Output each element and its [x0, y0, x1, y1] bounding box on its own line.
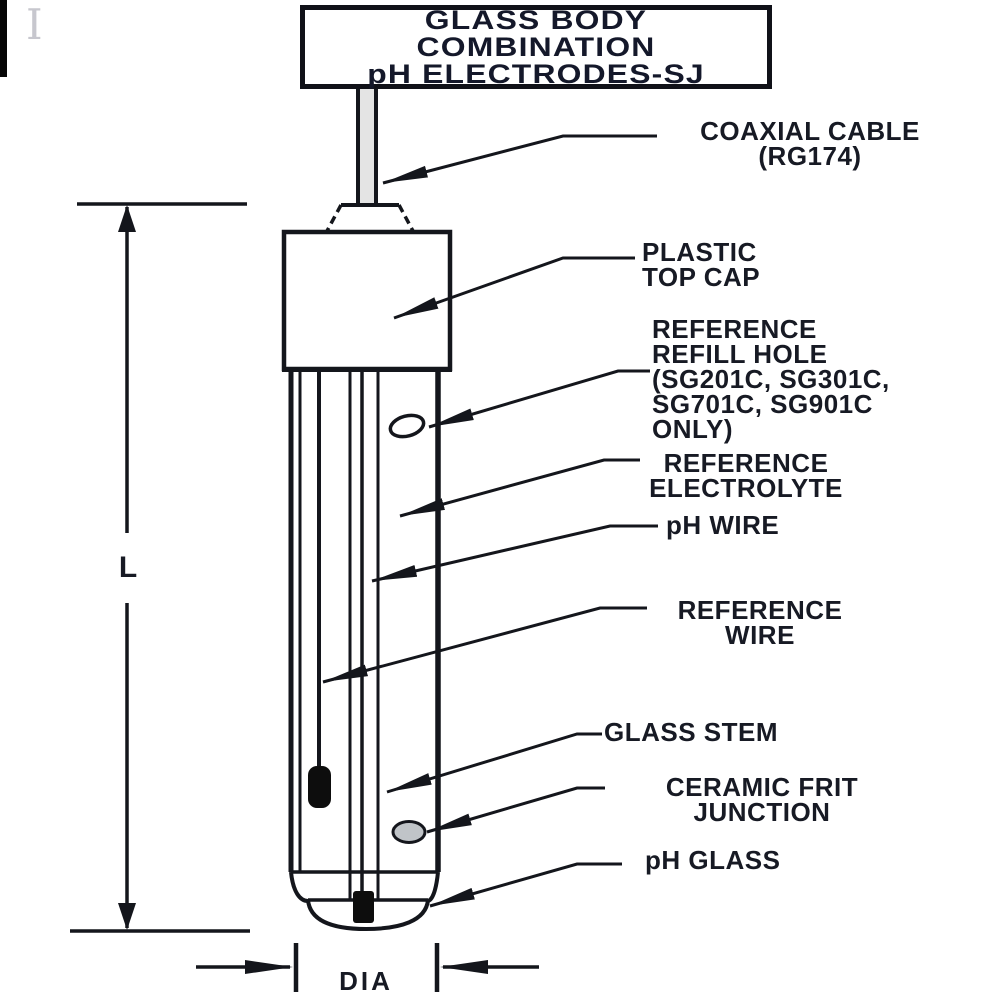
leader-ph-glass — [429, 862, 622, 908]
strain-relief — [325, 203, 415, 232]
label-ph-glass: pH GLASS — [645, 845, 781, 875]
label-glass-stem: GLASS STEM — [604, 717, 779, 747]
leader-ceramic-frit — [426, 786, 605, 834]
watermark-glyph: I — [26, 0, 43, 49]
title-box: GLASS BODY COMBINATION pH ELECTRODES-SJ — [300, 5, 772, 89]
leader-reference-wire — [322, 606, 647, 684]
electrode-body — [282, 368, 452, 899]
label-plastic-top-cap: PLASTIC TOP CAP — [642, 237, 761, 292]
dimension-label-length: L — [118, 551, 138, 584]
leader-ph-wire — [371, 524, 658, 583]
reference-wire-element — [308, 370, 331, 808]
scan-artifact-strip — [0, 0, 7, 77]
label-reference-refill-hole: REFERENCE REFILL HOLE (SG201C, SG301C, S… — [652, 314, 890, 444]
ceramic-frit — [391, 820, 427, 844]
label-reference-wire: REFERENCE WIRE — [677, 595, 843, 650]
label-coaxial-cable: COAXIAL CABLE (RG174) — [700, 116, 920, 171]
label-ceramic-frit-junction: CERAMIC FRIT JUNCTION — [665, 772, 859, 827]
leader-glass-stem — [386, 732, 602, 794]
bottom-bulb — [289, 870, 440, 932]
diagram-title: GLASS BODY COMBINATION pH ELECTRODES-SJ — [367, 4, 705, 89]
dimension-label-diameter: DIA — [339, 966, 393, 996]
top-cap — [281, 229, 453, 372]
leader-plastic-top-cap — [393, 256, 635, 320]
leader-refill-hole — [428, 369, 650, 429]
label-reference-electrolyte: REFERENCE ELECTROLYTE — [649, 448, 843, 503]
label-ph-wire: pH WIRE — [666, 510, 780, 540]
coaxial-cable-drawing — [356, 89, 378, 205]
leader-reference-electrolyte — [399, 458, 640, 518]
dimension-diameter — [196, 943, 539, 992]
refill-hole — [388, 413, 426, 439]
leader-lines — [322, 134, 658, 908]
dimension-length — [70, 202, 250, 933]
leader-coaxial-cable — [382, 134, 657, 185]
